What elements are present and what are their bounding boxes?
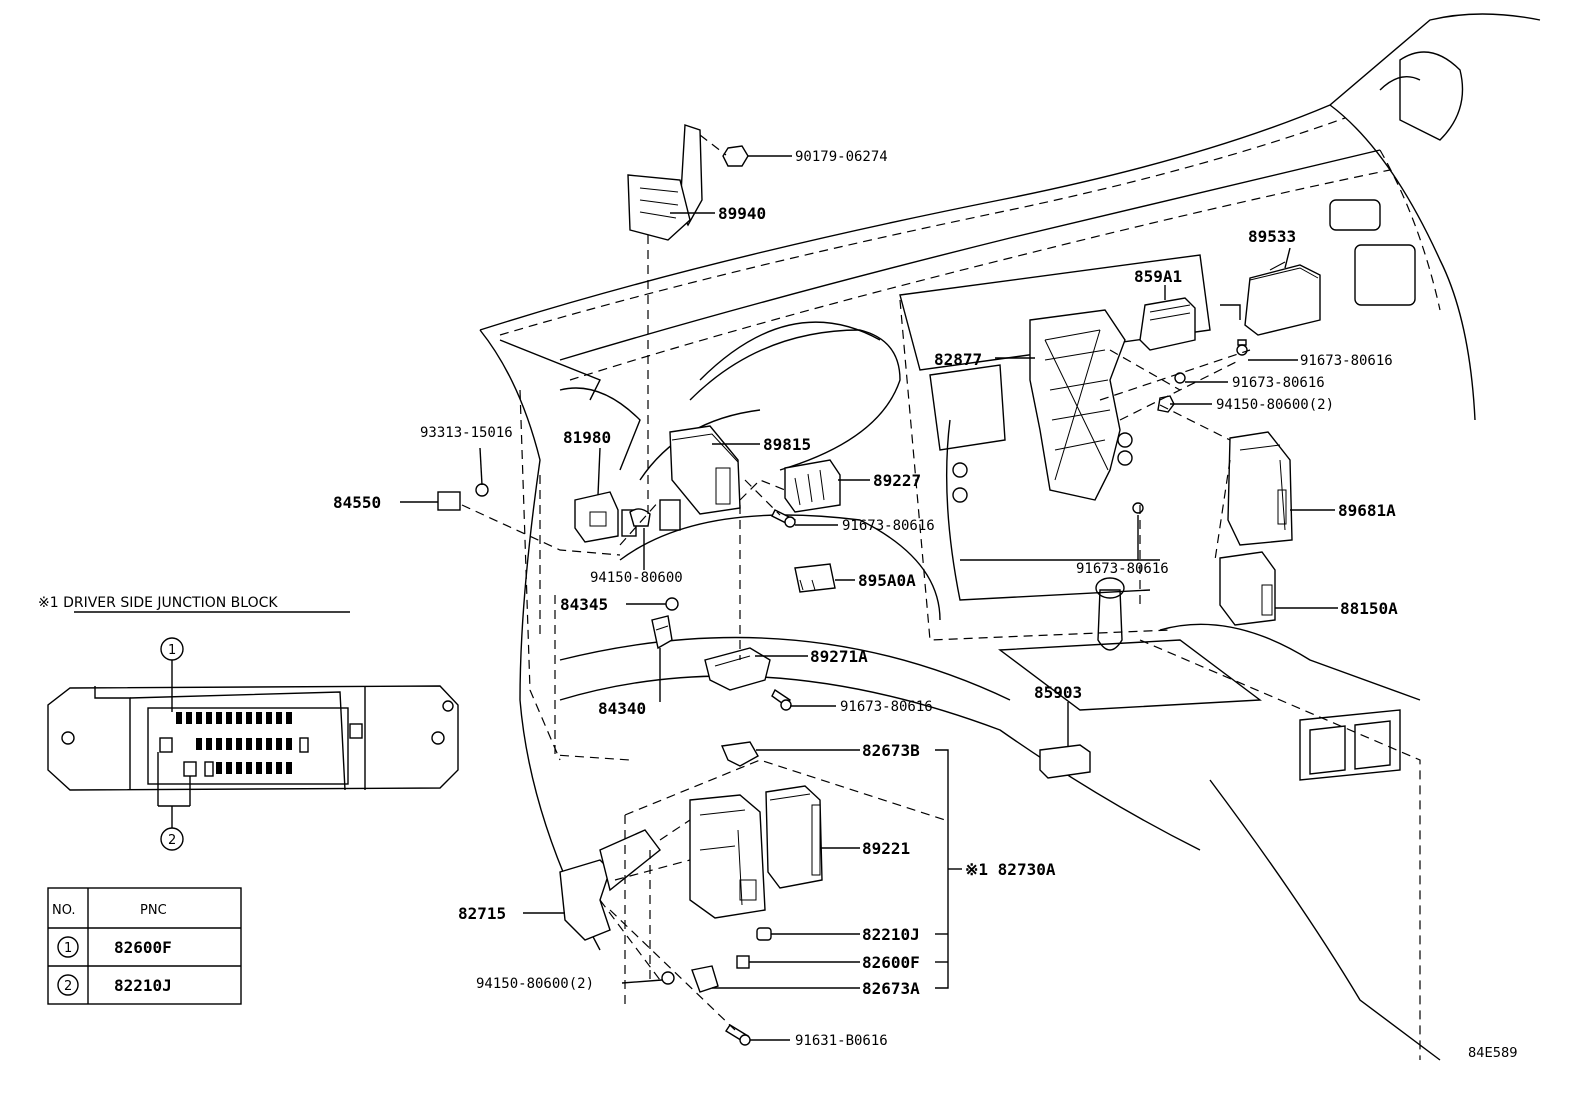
- label-89681A: 89681A: [1338, 501, 1396, 520]
- label-84345: 84345: [560, 595, 608, 614]
- label-82730A: ※1 82730A: [965, 860, 1056, 879]
- fuse-rows: [176, 712, 292, 774]
- label-82673A: 82673A: [862, 979, 920, 998]
- component-84550: [437, 483, 489, 511]
- label-81980: 81980: [563, 428, 611, 447]
- label-895A0A: 895A0A: [858, 571, 916, 590]
- label-84340: 84340: [598, 699, 646, 718]
- junction-block-inset: ※1 DRIVER SIDE JUNCTION BLOCK 1 2: [38, 595, 459, 851]
- component-82210J: [756, 927, 772, 941]
- component-89271A: [704, 647, 771, 691]
- label-82600F: 82600F: [862, 953, 920, 972]
- label-85903: 85903: [1034, 683, 1082, 702]
- dashboard-outline: [479, 13, 1541, 1061]
- diagram-id: 84E589: [1468, 1046, 1518, 1061]
- table-row-1-no: 1: [64, 941, 72, 956]
- nut-94150-bottom: [661, 971, 675, 985]
- nut-94150-left: [629, 508, 651, 527]
- label-84550: 84550: [333, 493, 381, 512]
- component-895A0A: [794, 563, 836, 593]
- component-89227: [784, 459, 841, 513]
- label-90179-06274: 90179-06274: [795, 149, 888, 165]
- table-header-pnc: PNC: [140, 903, 167, 918]
- label-94150-80600-2a: 94150-80600(2): [1216, 397, 1334, 413]
- label-94150-80600-2b: 94150-80600(2): [476, 976, 594, 992]
- pnc-table: NO. PNC 1 82600F 2 82210J: [47, 887, 242, 1005]
- bolt-91673-center: [771, 509, 796, 528]
- component-84345: [665, 597, 679, 611]
- component-85903: [1039, 744, 1091, 779]
- callout-labels: 90179-06274 89940 89533 859A1 82877 9167…: [333, 149, 1398, 1049]
- component-82673A: [691, 965, 719, 993]
- bolt-91631: [725, 1024, 751, 1046]
- junction-block-title: ※1 DRIVER SIDE JUNCTION BLOCK: [38, 595, 278, 611]
- component-88150A: [1219, 551, 1276, 626]
- label-82210J: 82210J: [862, 925, 920, 944]
- label-91673-80616-e: 91673-80616: [840, 699, 933, 715]
- bolt-91673-lower: [771, 688, 792, 711]
- component-89940: [627, 124, 703, 241]
- component-89533: [1220, 261, 1321, 336]
- bracket-82877: [1029, 309, 1126, 501]
- component-859A1: [1139, 297, 1196, 351]
- leader-lines: [400, 155, 1338, 1041]
- label-94150-80600: 94150-80600: [590, 570, 683, 586]
- component-84340: [651, 615, 673, 650]
- label-82877: 82877: [934, 350, 982, 369]
- marker-1-label: 1: [168, 643, 176, 658]
- component-89681A: [1227, 431, 1293, 546]
- label-89271A: 89271A: [810, 647, 868, 666]
- marker-2-circle: [160, 827, 184, 851]
- label-93313-15016: 93313-15016: [420, 425, 513, 441]
- marker-2-label: 2: [168, 833, 176, 848]
- component-82715: [559, 829, 661, 941]
- label-91631-B0616: 91631-B0616: [795, 1033, 888, 1049]
- label-91673-80616-d: 91673-80616: [1076, 561, 1169, 577]
- component-89221: [765, 785, 823, 889]
- label-89221: 89221: [862, 839, 910, 858]
- component-82673B: [720, 741, 759, 767]
- label-91673-80616-b: 91673-80616: [1232, 375, 1325, 391]
- assembly-guides: [461, 134, 1251, 1031]
- table-header-no: NO.: [52, 903, 76, 918]
- label-89533: 89533: [1248, 227, 1296, 246]
- label-82715: 82715: [458, 904, 506, 923]
- label-91673-80616-c: 91673-80616: [842, 518, 935, 534]
- component-82600F: [736, 955, 750, 969]
- component-82730A-junction: [689, 794, 766, 919]
- label-88150A: 88150A: [1340, 599, 1398, 618]
- label-89227: 89227: [873, 471, 921, 490]
- nut-90179: [722, 145, 749, 167]
- label-82673B: 82673B: [862, 741, 920, 760]
- label-89940: 89940: [718, 204, 766, 223]
- table-row-2-no: 2: [64, 979, 72, 994]
- label-859A1: 859A1: [1134, 267, 1182, 286]
- table-row-2-pnc: 82210J: [114, 976, 172, 995]
- table-row-1-pnc: 82600F: [114, 938, 172, 957]
- component-81980: [574, 491, 619, 543]
- label-89815: 89815: [763, 435, 811, 454]
- label-91673-80616-a: 91673-80616: [1300, 353, 1393, 369]
